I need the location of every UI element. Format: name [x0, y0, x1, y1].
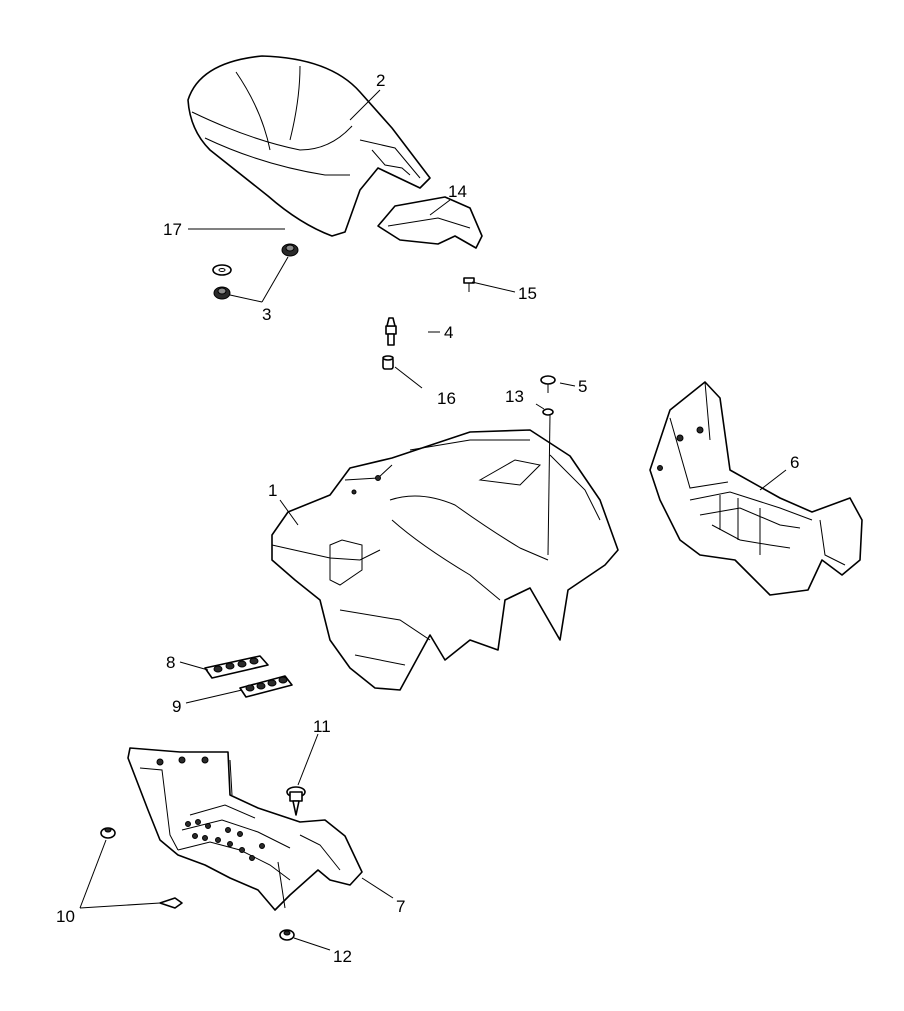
callout-9: 9 [172, 697, 181, 716]
callout-11: 11 [313, 717, 331, 736]
right-footwell [649, 381, 863, 596]
left-footwell [127, 747, 363, 911]
seat [187, 55, 431, 237]
clip-upper [100, 827, 116, 839]
callout-4: 4 [444, 323, 453, 342]
grommet [382, 355, 394, 370]
callout-6: 6 [790, 453, 799, 472]
callout-17: 17 [163, 220, 182, 239]
callout-8: 8 [166, 653, 175, 672]
footrest-tread-9 [239, 675, 293, 698]
screw [463, 277, 475, 292]
callout-16: 16 [437, 389, 456, 408]
callout-5: 5 [578, 377, 587, 396]
callout-14: 14 [448, 182, 467, 201]
push-rivet-5 [540, 375, 556, 393]
nut-upper [281, 243, 299, 257]
callout-3: 3 [262, 305, 271, 324]
left-footwell-holes [156, 756, 265, 861]
small-washer [542, 408, 554, 416]
leader-lines [79, 89, 787, 951]
latch-pin [385, 317, 397, 346]
callout-15: 15 [518, 284, 537, 303]
nut-lower [213, 286, 231, 300]
callout-7: 7 [396, 897, 405, 916]
push-rivet-11 [286, 786, 306, 816]
seat-pan [377, 196, 483, 249]
clip-lower [159, 897, 183, 909]
callout-1: 1 [268, 481, 277, 500]
callout-labels: 2 17 14 3 15 4 16 13 5 6 1 8 9 11 10 7 1… [56, 71, 799, 966]
rear-fender [271, 429, 619, 691]
grommet-12 [279, 929, 295, 941]
footrest-tread-8 [204, 655, 269, 679]
callout-10: 10 [56, 907, 75, 926]
washer [212, 264, 232, 276]
callout-12: 12 [333, 947, 352, 966]
callout-2: 2 [376, 71, 385, 90]
callout-13: 13 [505, 387, 524, 406]
